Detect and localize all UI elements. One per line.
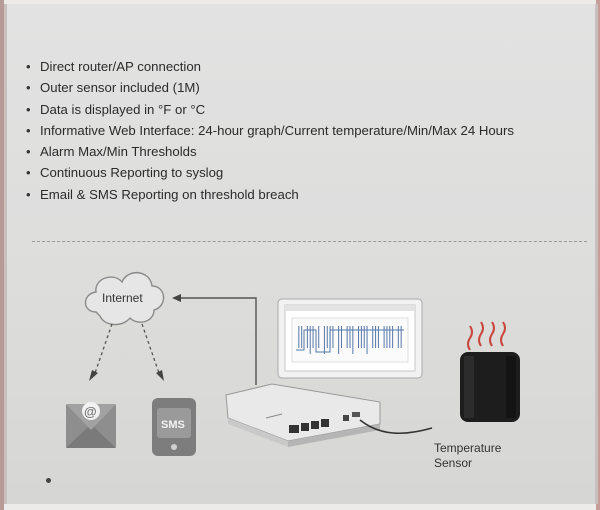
sensor-label-line-1: Temperature — [434, 441, 502, 455]
heat-source-icon — [460, 321, 520, 422]
dashed-divider — [32, 241, 587, 242]
feature-item: Alarm Max/Min Thresholds — [26, 141, 514, 162]
feature-item: Direct router/AP connection — [26, 56, 514, 77]
feature-item: Continuous Reporting to syslog — [26, 162, 514, 183]
box-edge-right — [596, 0, 600, 510]
dashed-arrow-left — [93, 323, 113, 377]
email-icon — [66, 402, 116, 448]
feature-item: Informative Web Interface: 24-hour graph… — [26, 120, 514, 141]
graph-line — [296, 329, 404, 353]
feature-item: Outer sensor included (1M) — [26, 77, 514, 98]
feature-item: Data is displayed in °F or °C — [26, 99, 514, 120]
box-edge-left — [0, 0, 4, 510]
uplink-arrow — [180, 297, 257, 385]
temperature-sensor-label: Temperature Sensor — [434, 441, 501, 471]
sms-label: SMS — [161, 419, 185, 431]
arrowhead-right — [156, 370, 164, 381]
dashed-arrow-right — [141, 323, 161, 377]
email-at-label: @ — [84, 404, 97, 419]
feature-item: Email & SMS Reporting on threshold breac… — [26, 184, 514, 205]
temperature-graph — [296, 326, 404, 354]
cloud-label: Internet — [102, 291, 143, 305]
cloud-icon — [84, 272, 165, 326]
sensor-label-line-2: Sensor — [434, 456, 473, 470]
uplink-arrowhead — [172, 294, 181, 302]
arrowhead-left — [89, 370, 98, 381]
sms-phone-icon — [152, 398, 196, 456]
router-icon — [225, 383, 381, 447]
feature-list: Direct router/AP connection Outer sensor… — [26, 56, 514, 205]
print-dot — [46, 478, 51, 483]
sensor-cable — [359, 419, 433, 435]
